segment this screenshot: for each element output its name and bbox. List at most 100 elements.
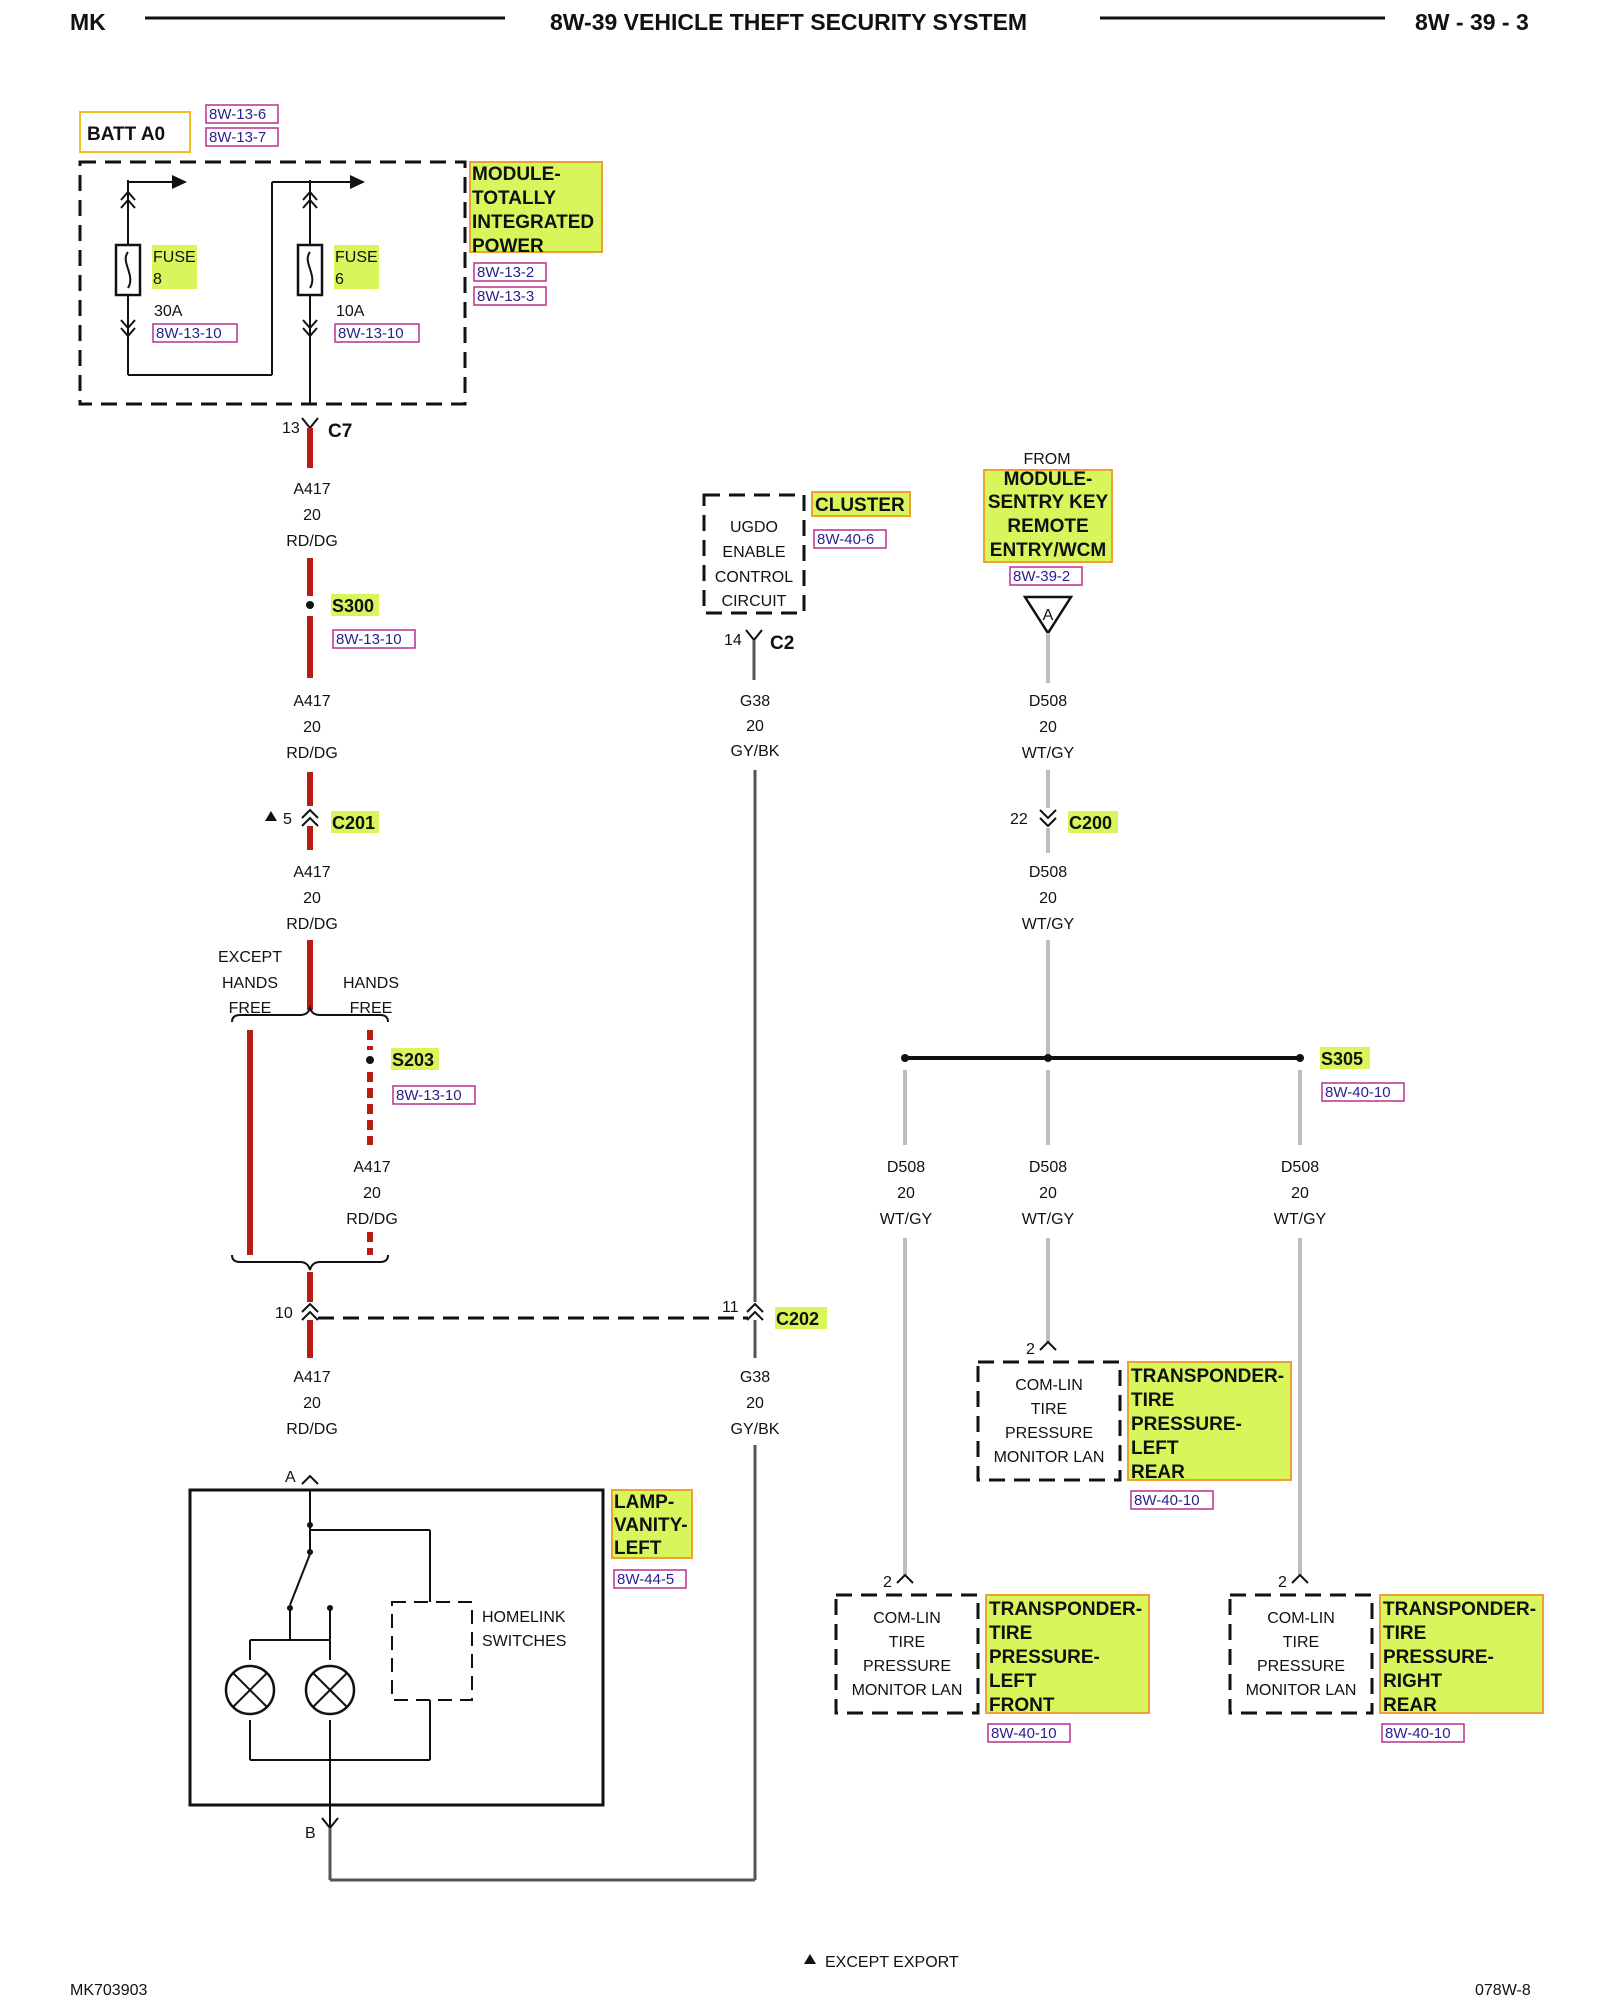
sentry-ref-box[interactable]: [1009, 566, 1083, 586]
c7-connector: C7: [328, 421, 352, 442]
s300-splice-dot: [306, 601, 314, 609]
tpm-right-rear-ref[interactable]: 8W-40-10: [1385, 1725, 1451, 1742]
lamp-bulb-left: [224, 1664, 276, 1716]
tpm-left-rear-text-4: MONITOR LAN: [994, 1449, 1105, 1466]
lamp-ref-box[interactable]: [613, 1569, 687, 1589]
tpm-right-rear-ref-box[interactable]: [1381, 1723, 1465, 1743]
s300-ref-box[interactable]: [332, 629, 416, 649]
tpm-left-rear-box: [976, 1360, 1122, 1482]
svg-text:PRESSURE-: PRESSURE-: [1383, 1647, 1494, 1668]
sentry-module-label: MODULE- SENTRY KEY REMOTE ENTRY/WCM: [983, 469, 1113, 563]
c2-connector-mark: [745, 629, 763, 642]
fuse-8: [114, 243, 142, 297]
tpm-left-rear-text-3: PRESSURE: [1005, 1425, 1093, 1442]
except-hands-free-3: FREE: [229, 1000, 272, 1017]
c200-connector-mark: [1039, 809, 1057, 820]
svg-text:INTEGRATED: INTEGRATED: [472, 212, 594, 233]
lamp-bulb-right: [304, 1664, 356, 1716]
wire-a417-5-circuit: A417: [293, 1369, 330, 1386]
s300-ref[interactable]: 8W-13-10: [336, 631, 402, 648]
lamp-pin-a-mark: [301, 1474, 319, 1485]
svg-text:TRANSPONDER-: TRANSPONDER-: [1131, 1366, 1284, 1387]
tipm-ref-2[interactable]: 8W-13-3: [477, 288, 534, 305]
tipm-ref-1-box[interactable]: [473, 262, 547, 282]
batt-ref-1-box[interactable]: [205, 104, 279, 124]
wire-a417-2-circuit: A417: [293, 693, 330, 710]
tipm-internal-wiring: [120, 175, 365, 405]
homelink-label-2: SWITCHES: [482, 1633, 566, 1650]
svg-text:LAMP-: LAMP-: [614, 1492, 674, 1513]
cluster-label: CLUSTER: [815, 495, 905, 516]
option-brace-top: [231, 1004, 389, 1023]
wire-a417-4-color: RD/DG: [346, 1211, 398, 1228]
fuse-6-ref[interactable]: 8W-13-10: [338, 325, 404, 342]
s203-ref[interactable]: 8W-13-10: [396, 1087, 462, 1104]
cluster-ref-box[interactable]: [813, 529, 887, 549]
tpm-left-rear-text-1: COM-LIN: [1015, 1377, 1083, 1394]
homelink-switches-box: [391, 1601, 473, 1701]
fuse-8-ref-box[interactable]: [152, 323, 238, 343]
wire-d508-left-gauge: 20: [897, 1185, 915, 1202]
svg-text:TIRE: TIRE: [1383, 1623, 1426, 1644]
homelink-label-1: HOMELINK: [482, 1609, 566, 1626]
cluster-circuit-3: CONTROL: [715, 569, 793, 586]
sentry-ref[interactable]: 8W-39-2: [1013, 568, 1070, 585]
tipm-ref-1[interactable]: 8W-13-2: [477, 264, 534, 281]
fuse-6-number: 6: [335, 271, 344, 288]
wire-a417-3-color: RD/DG: [286, 916, 338, 933]
tpm-right-rear-text-1: COM-LIN: [1267, 1610, 1335, 1627]
batt-ref-2[interactable]: 8W-13-7: [209, 129, 266, 146]
tpm-left-rear-ref[interactable]: 8W-40-10: [1134, 1492, 1200, 1509]
sentry-from-label: FROM: [1023, 451, 1070, 468]
svg-text:VANITY-: VANITY-: [614, 1515, 688, 1536]
lamp-pin-b: B: [305, 1825, 316, 1842]
svg-text:LEFT: LEFT: [1131, 1438, 1179, 1459]
tpm-left-rear-text-2: TIRE: [1031, 1401, 1067, 1418]
tpm-left-front-ref[interactable]: 8W-40-10: [991, 1725, 1057, 1742]
wire-a417-1-gauge: 20: [303, 507, 321, 524]
fuse-6-ref-box[interactable]: [334, 323, 420, 343]
wire-d508-left-circuit: D508: [887, 1159, 925, 1176]
except-export-triangle: [265, 811, 277, 821]
svg-text:POWER: POWER: [472, 236, 544, 257]
cluster-ref[interactable]: 8W-40-6: [817, 531, 874, 548]
tpm-left-front-pin: 2: [883, 1574, 892, 1591]
header-left: MK: [70, 9, 106, 35]
wire-a417-2-color: RD/DG: [286, 745, 338, 762]
wire-d508-mid-color: WT/GY: [1022, 1211, 1075, 1228]
fuse-8-ref[interactable]: 8W-13-10: [156, 325, 222, 342]
tpm-left-front-ref-box[interactable]: [987, 1723, 1071, 1743]
wire-d508-mid-gauge: 20: [1039, 1185, 1057, 1202]
hands-free-2: FREE: [350, 1000, 393, 1017]
svg-text:PRESSURE-: PRESSURE-: [1131, 1414, 1242, 1435]
tpm-left-rear-ref-box[interactable]: [1130, 1490, 1214, 1510]
fuse-6-label: FUSE: [335, 249, 378, 266]
c202-connector: C202: [776, 1309, 819, 1329]
tipm-ref-2-box[interactable]: [473, 286, 547, 306]
wire-a417-4-gauge: 20: [363, 1185, 381, 1202]
svg-text:ENTRY/WCM: ENTRY/WCM: [990, 540, 1106, 561]
hands-free-1: HANDS: [343, 975, 399, 992]
lamp-ref[interactable]: 8W-44-5: [617, 1571, 674, 1588]
svg-text:REAR: REAR: [1131, 1462, 1185, 1483]
wire-a417-5-color: RD/DG: [286, 1421, 338, 1438]
s203-highlight: [391, 1048, 439, 1070]
batt-ref-2-box[interactable]: [205, 127, 279, 147]
wire-g38-1-circuit: G38: [740, 693, 770, 710]
sentry-offpage-triangle: [1022, 595, 1074, 636]
svg-text:FRONT: FRONT: [989, 1695, 1055, 1716]
s203-splice-dot: [366, 1056, 374, 1064]
s305-splice: S305: [1321, 1049, 1363, 1069]
batt-ref-1[interactable]: 8W-13-6: [209, 106, 266, 123]
s203-ref-box[interactable]: [392, 1085, 476, 1105]
svg-text:TIRE: TIRE: [1131, 1390, 1174, 1411]
s305-highlight: [1320, 1047, 1370, 1069]
c202-highlight: [775, 1307, 827, 1329]
wire-d508-2-circuit: D508: [1029, 864, 1067, 881]
s305-ref-box[interactable]: [1321, 1082, 1405, 1102]
fuse-8-label: FUSE: [153, 249, 196, 266]
s305-ref[interactable]: 8W-40-10: [1325, 1084, 1391, 1101]
wire-d508-right-gauge: 20: [1291, 1185, 1309, 1202]
wire-g38-1-color: GY/BK: [731, 743, 780, 760]
c202-pin: 11: [722, 1299, 739, 1316]
